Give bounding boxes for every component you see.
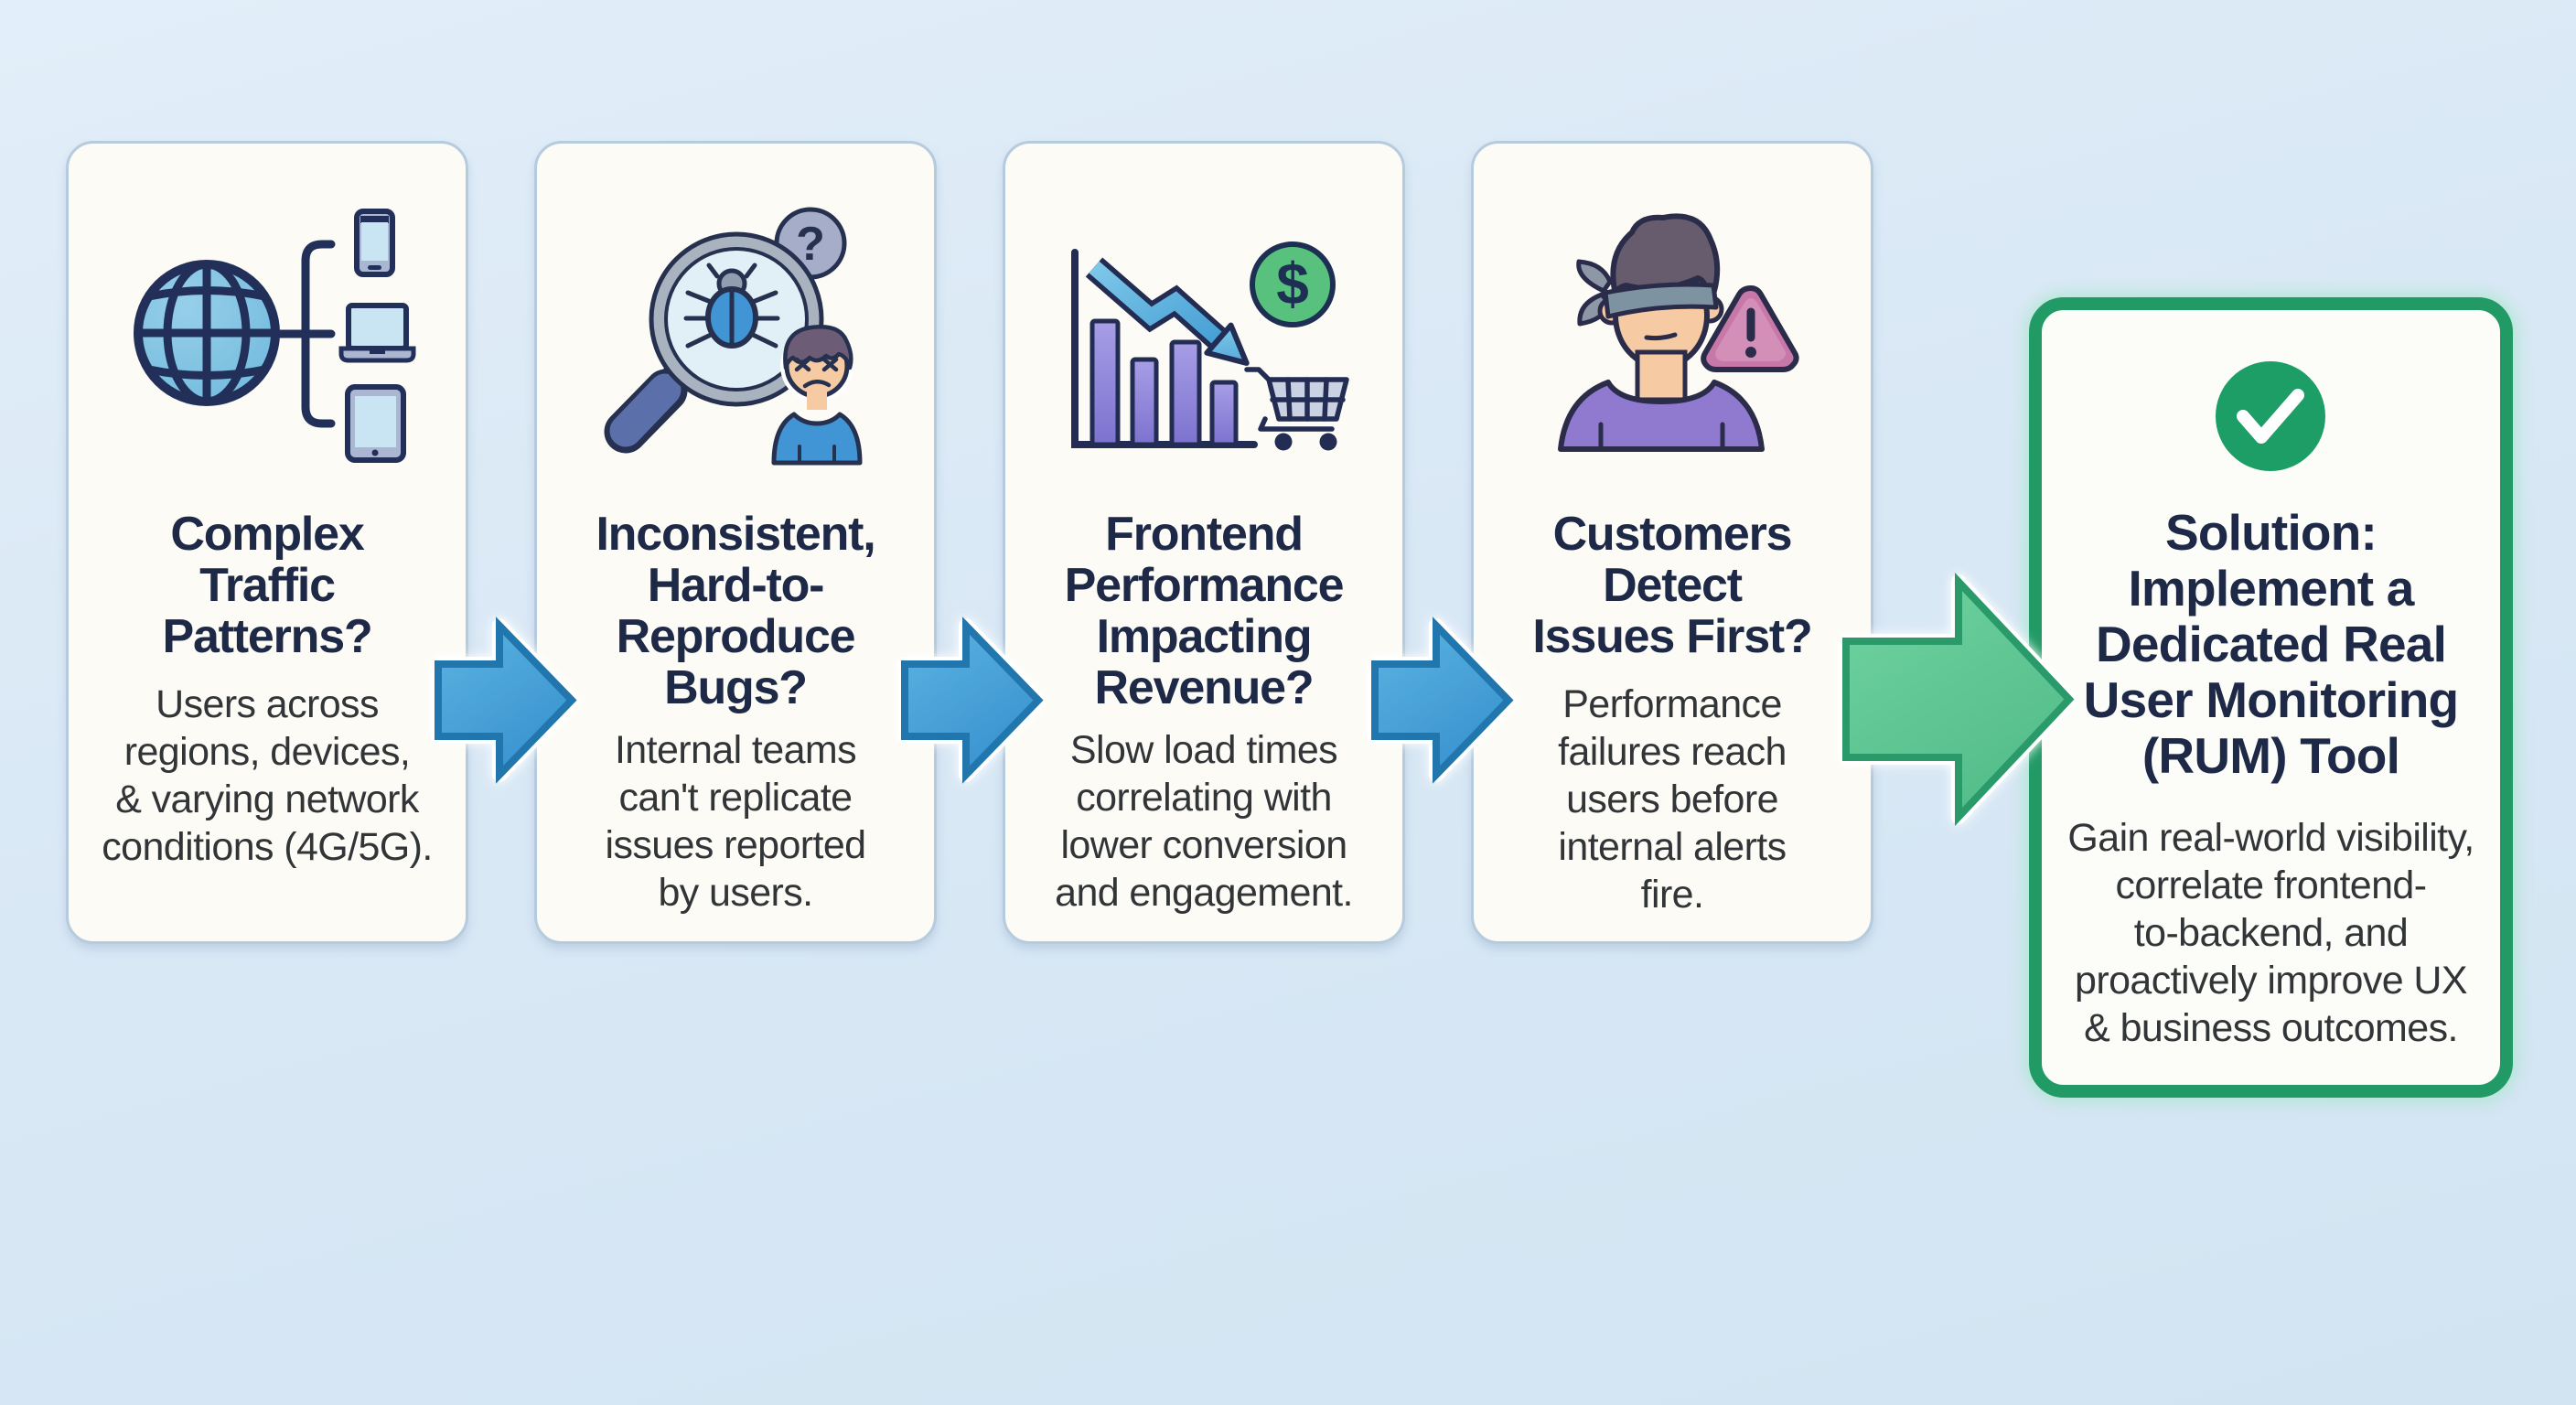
svg-text:$: $ xyxy=(1276,251,1309,316)
